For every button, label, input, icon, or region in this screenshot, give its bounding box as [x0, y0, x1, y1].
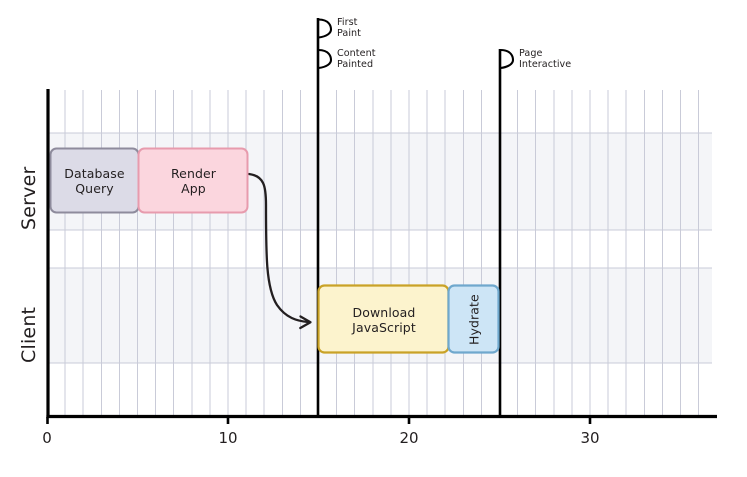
- flag-icon-page-interactive: [499, 48, 515, 70]
- task-boxes: [49, 147, 500, 354]
- marker-label-content-painted: Content Painted: [337, 48, 376, 71]
- marker-label-page-interactive: Page Interactive: [519, 48, 572, 71]
- connector-arrow: [247, 172, 312, 330]
- flag-icon-content-painted: [317, 48, 333, 70]
- x-tick-label-20: 20: [399, 429, 419, 447]
- task-box-hydrate[interactable]: [447, 284, 500, 354]
- task-box-render-app[interactable]: [137, 147, 249, 214]
- axes: [46, 89, 717, 424]
- task-box-database-query[interactable]: [49, 147, 140, 214]
- x-tick-label-0: 0: [42, 429, 52, 447]
- gridlines-horizontal: [48, 132, 712, 364]
- markers: [316, 18, 515, 417]
- task-box-download-javascript[interactable]: [317, 284, 450, 354]
- x-tick-label-30: 30: [580, 429, 600, 447]
- lane-label-server: Server: [18, 166, 40, 230]
- x-tick-label-10: 10: [218, 429, 238, 447]
- flag-icon-first-paint: [317, 18, 333, 39]
- lane-label-client: Client: [18, 306, 40, 363]
- marker-label-first-paint: First Paint: [337, 17, 361, 40]
